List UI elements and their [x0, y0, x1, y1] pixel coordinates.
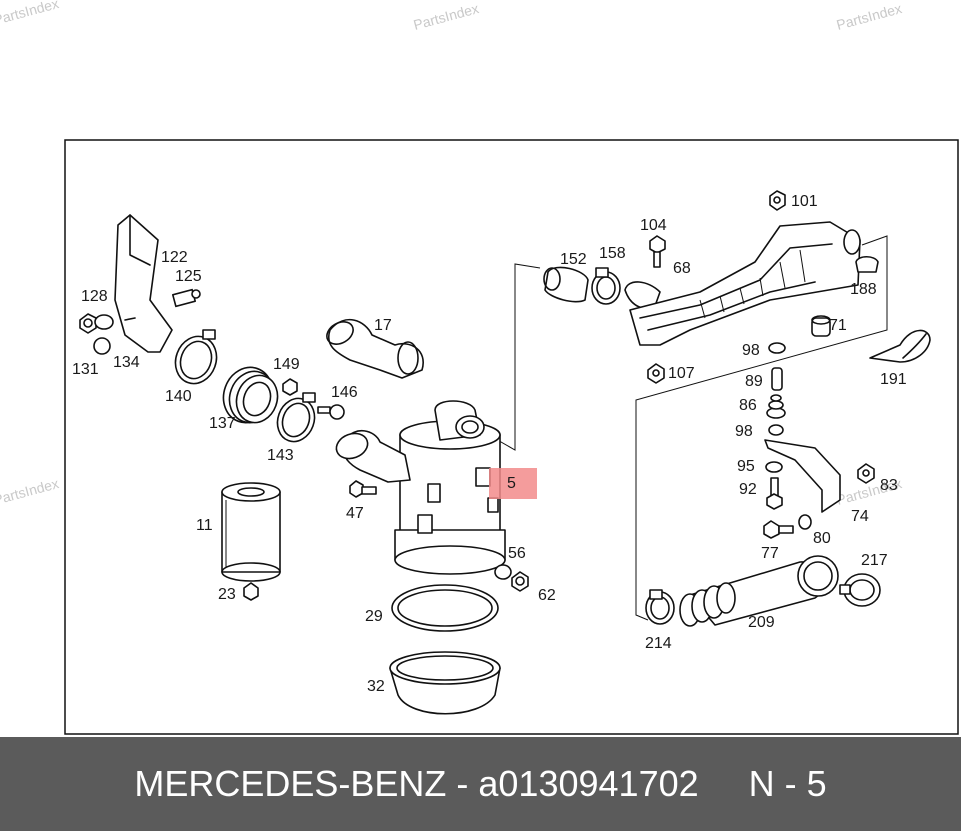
label-209: 209	[748, 614, 775, 631]
bracket-line	[635, 235, 888, 621]
label-146: 146	[331, 384, 358, 401]
highlight-marker	[489, 468, 537, 499]
label-95: 95	[737, 458, 755, 475]
label-140: 140	[165, 388, 192, 405]
label-214: 214	[645, 635, 672, 652]
part-32-ring	[389, 651, 501, 715]
part-125-sensor	[171, 288, 201, 308]
label-89: 89	[745, 373, 763, 390]
label-131: 131	[72, 361, 99, 378]
part-56-washer	[494, 564, 512, 580]
label-86: 86	[739, 397, 757, 414]
label-107: 107	[668, 365, 695, 382]
part-86-mount	[766, 394, 786, 419]
label-149: 149	[273, 356, 300, 373]
label-101: 101	[791, 193, 818, 210]
part-89-spacer	[771, 367, 783, 391]
label-98: 98	[742, 342, 760, 359]
part-92-bolt	[766, 477, 783, 510]
part-77-bolt	[763, 520, 794, 539]
label-217: 217	[861, 552, 888, 569]
part-101-nut	[769, 190, 786, 211]
part-146-bolt	[317, 404, 345, 420]
part-131-grommet	[93, 314, 114, 355]
label-188: 188	[850, 281, 877, 298]
part-74-bracket	[764, 439, 841, 513]
part-104-bolt	[649, 235, 666, 268]
label-122: 122	[161, 249, 188, 266]
label-29: 29	[365, 608, 383, 625]
brand-name: MERCEDES-BENZ	[134, 763, 447, 804]
caption-dash: -	[456, 763, 469, 804]
part-98-washer-lower	[768, 424, 784, 436]
part-62-nut	[511, 571, 529, 592]
label-32: 32	[367, 678, 385, 695]
label-137: 137	[209, 415, 236, 432]
label-62: 62	[538, 587, 556, 604]
part-191-tie	[869, 329, 931, 363]
label-92: 92	[739, 481, 757, 498]
part-128-nut	[79, 313, 97, 334]
label-5: 5	[507, 475, 516, 492]
label-143: 143	[267, 447, 294, 464]
part-71-grommet	[811, 315, 831, 337]
part-elbow	[624, 281, 661, 309]
label-56: 56	[508, 545, 526, 562]
part-83-nut	[857, 463, 875, 484]
part-98-washer	[768, 342, 786, 354]
part-11-filter-element	[221, 482, 281, 582]
label-128: 128	[81, 288, 108, 305]
bracket-line	[479, 263, 541, 451]
part-137-bellows	[222, 366, 279, 424]
label-74: 74	[851, 508, 869, 525]
position-number: N - 5	[748, 763, 827, 804]
label-134: 134	[113, 354, 140, 371]
part-23-bolt	[243, 582, 259, 601]
label-80: 80	[813, 530, 831, 547]
part-5-filter-housing	[335, 400, 506, 575]
label-158: 158	[599, 245, 626, 262]
part-17-hose	[326, 318, 424, 379]
caption-bar: MERCEDES-BENZ - a0130941702 N - 5	[0, 737, 961, 831]
part-158-clamp	[591, 267, 621, 305]
part-188-cap	[855, 255, 879, 273]
watermark: PartsIndex	[412, 0, 481, 33]
label-83: 83	[880, 477, 898, 494]
part-143-clamp	[276, 392, 316, 443]
watermark: PartsIndex	[835, 0, 904, 33]
watermark: PartsIndex	[0, 475, 60, 508]
watermark: PartsIndex	[0, 0, 60, 28]
part-107-nut	[647, 363, 665, 384]
part-80-washer	[798, 514, 812, 530]
part-29-seal	[391, 584, 499, 632]
part-217-clamp	[839, 573, 881, 607]
part-47-bolt	[349, 480, 377, 498]
part-152-hose	[543, 266, 589, 303]
label-104: 104	[640, 217, 667, 234]
label-23: 23	[218, 586, 236, 603]
label-98: 98	[735, 423, 753, 440]
part-140-clamp	[174, 329, 218, 385]
part-95-washer	[765, 461, 783, 473]
label-17: 17	[374, 317, 392, 334]
label-77: 77	[761, 545, 779, 562]
part-122-bracket	[114, 214, 173, 353]
parts-diagram: PartsIndex PartsIndex PartsIndex PartsIn…	[0, 0, 959, 735]
diagram-frame	[64, 139, 959, 735]
part-number: a0130941702	[478, 763, 699, 804]
label-47: 47	[346, 505, 364, 522]
part-214-clamp	[645, 589, 675, 625]
label-11: 11	[196, 517, 213, 534]
label-152: 152	[560, 251, 587, 268]
label-71: 71	[829, 317, 847, 334]
part-149-nut	[282, 378, 298, 396]
label-125: 125	[175, 268, 202, 285]
part-209-hose	[679, 555, 839, 627]
label-191: 191	[880, 371, 907, 388]
label-68: 68	[673, 260, 691, 277]
